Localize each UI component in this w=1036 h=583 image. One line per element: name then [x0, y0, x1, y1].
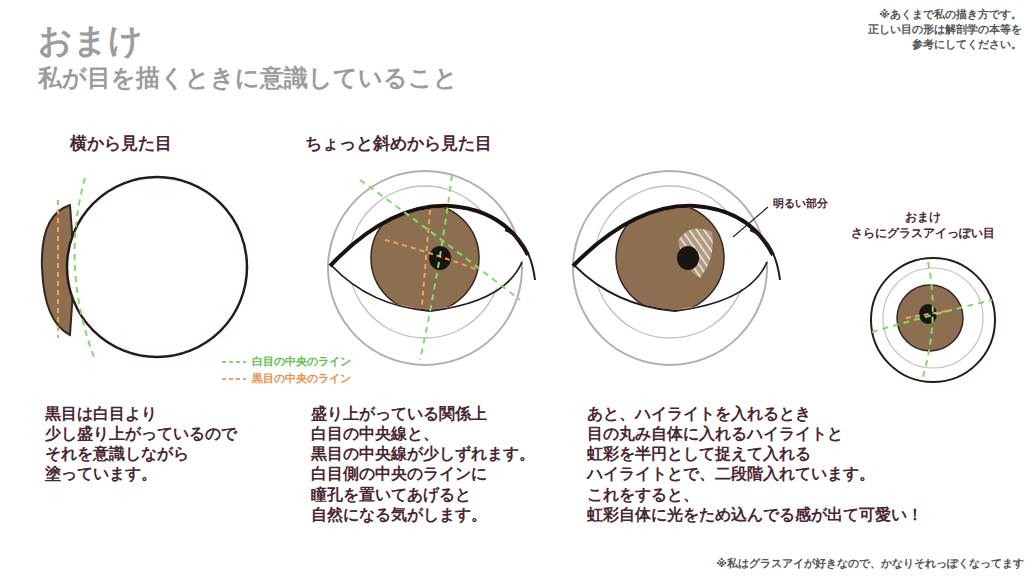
subtitle: 私が目を描くときに意識していること	[38, 62, 458, 94]
figure-heading: ちょっと斜めから見た目	[305, 132, 492, 155]
legend-text: 黒目の中央のライン	[252, 371, 351, 386]
body-text: あと、ハイライトを入れるとき 目の丸み自体に入れるハイライトと 虹彩を半円として…	[587, 404, 925, 525]
figure-heading: 横から見た目	[70, 132, 172, 155]
body-text: 盛り上がっている関係上 白目の中央線と、 黒目の中央線が少しずれます。 白目側の…	[311, 404, 540, 525]
disclaimer-note: ※あくまで私の描き方です。 正しい目の形は解剖学の本等を 参考にしてください。	[857, 8, 1022, 53]
footnote: ※私はグラスアイが好きなので、かなりそれっぽくなってます	[716, 556, 1024, 571]
page-title: おまけ	[38, 18, 143, 64]
body-text: 黒目は白目より 少し盛り上がっているので それを意識しながら 塗っています。	[45, 404, 243, 485]
callout-label: 明るい部分	[773, 196, 828, 211]
legend-text: 白目の中央のライン	[252, 354, 351, 369]
figure-heading: おまけ さらにグラスアイっぽい目	[848, 210, 998, 241]
